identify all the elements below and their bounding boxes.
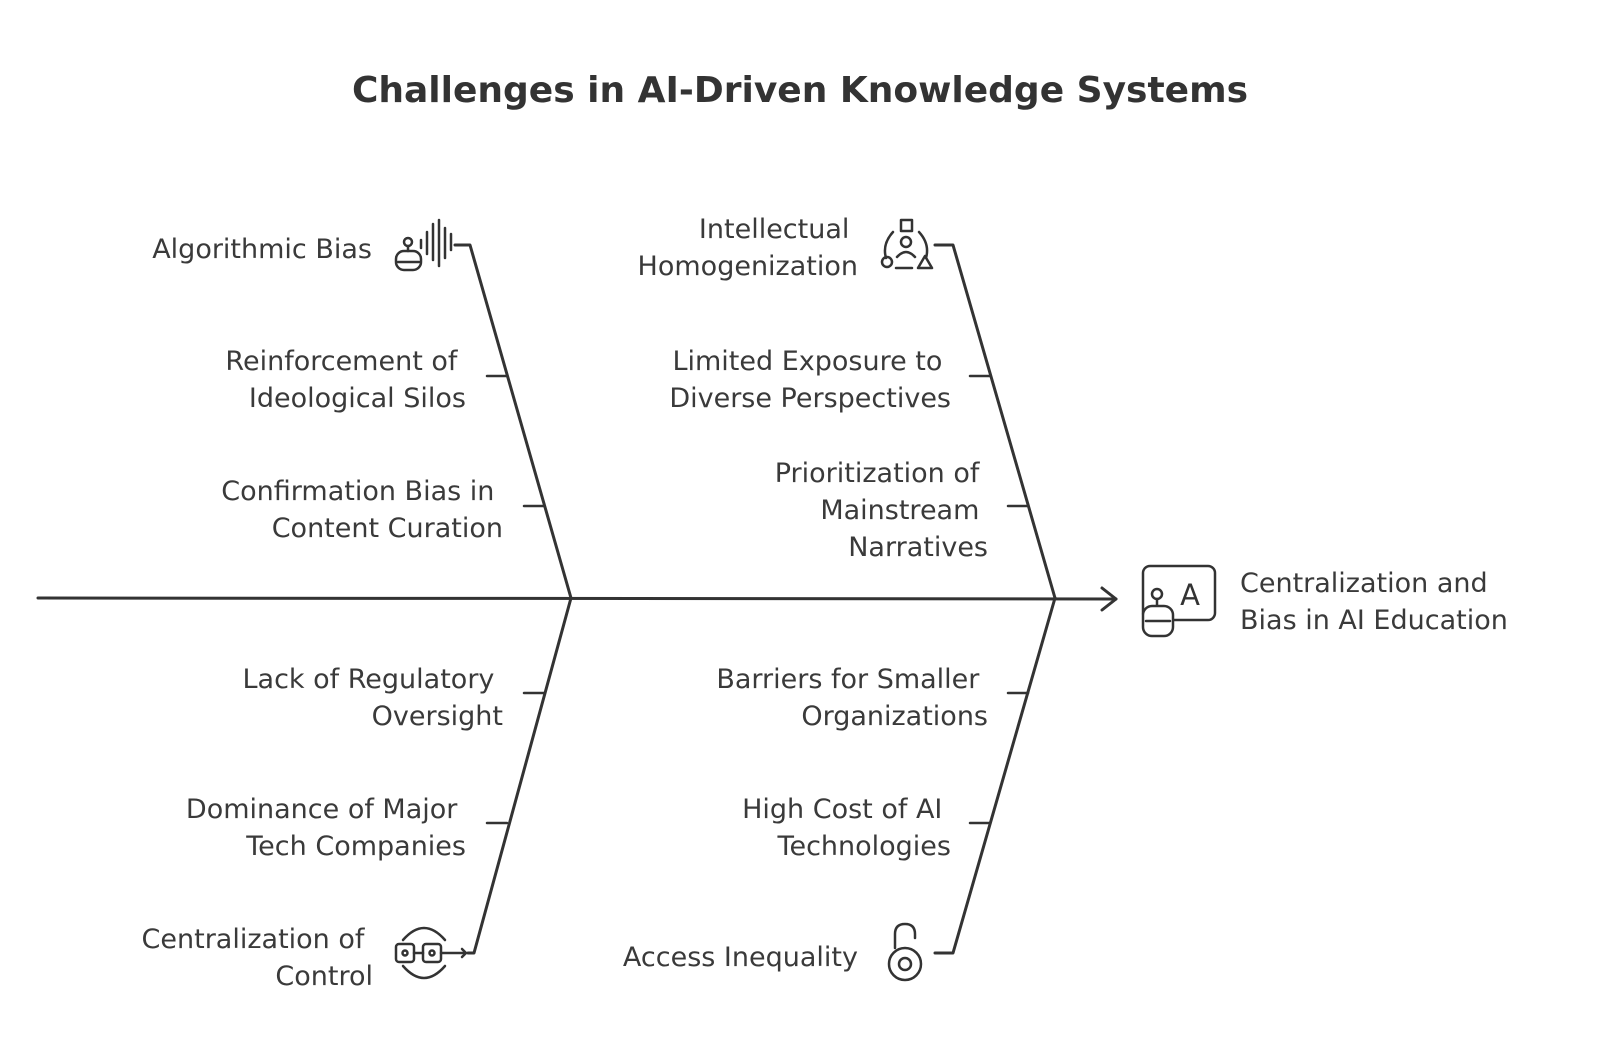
unlocked-padlock-icon [887, 922, 923, 982]
label-intellectual-homogenization: Intellectual Homogenization [638, 214, 858, 282]
diagram-title: Challenges in AI-Driven Knowledge System… [352, 70, 1248, 111]
label-smaller-organizations: Barriers for Smaller Organizations [716, 664, 988, 732]
label-ideological-silos: Reinforcement of Ideological Silos [225, 346, 466, 414]
effect-label: Centralization and Bias in AI Education [1240, 568, 1508, 636]
control-hub-icon [394, 926, 468, 980]
shapes-person-icon [880, 218, 934, 270]
label-centralization-of-control: Centralization of Control [142, 924, 373, 992]
label-mainstream-narratives: Prioritization of Mainstream Narratives [775, 458, 988, 563]
spine-arrowhead [1100, 586, 1118, 612]
label-high-cost: High Cost of AI Technologies [742, 794, 951, 862]
spine-line [36, 596, 1118, 601]
label-access-inequality: Access Inequality [623, 942, 858, 973]
label-major-tech-dominance: Dominance of Major Tech Companies [186, 794, 466, 862]
rib-bottom-right [933, 596, 1057, 955]
rib-top-left [453, 243, 573, 600]
rib-bottom-left [466, 596, 573, 955]
label-limited-exposure: Limited Exposure to Diverse Perspectives [669, 346, 951, 414]
label-algorithmic-bias: Algorithmic Bias [152, 234, 372, 265]
label-confirmation-bias: Confirmation Bias in Content Curation [221, 476, 503, 544]
robot-screen-icon: A [1141, 564, 1217, 638]
label-regulatory-oversight: Lack of Regulatory Oversight [243, 664, 504, 732]
svg-text:A: A [1180, 578, 1200, 612]
rib-top-right [933, 243, 1057, 600]
robot-soundwave-icon [394, 218, 453, 272]
